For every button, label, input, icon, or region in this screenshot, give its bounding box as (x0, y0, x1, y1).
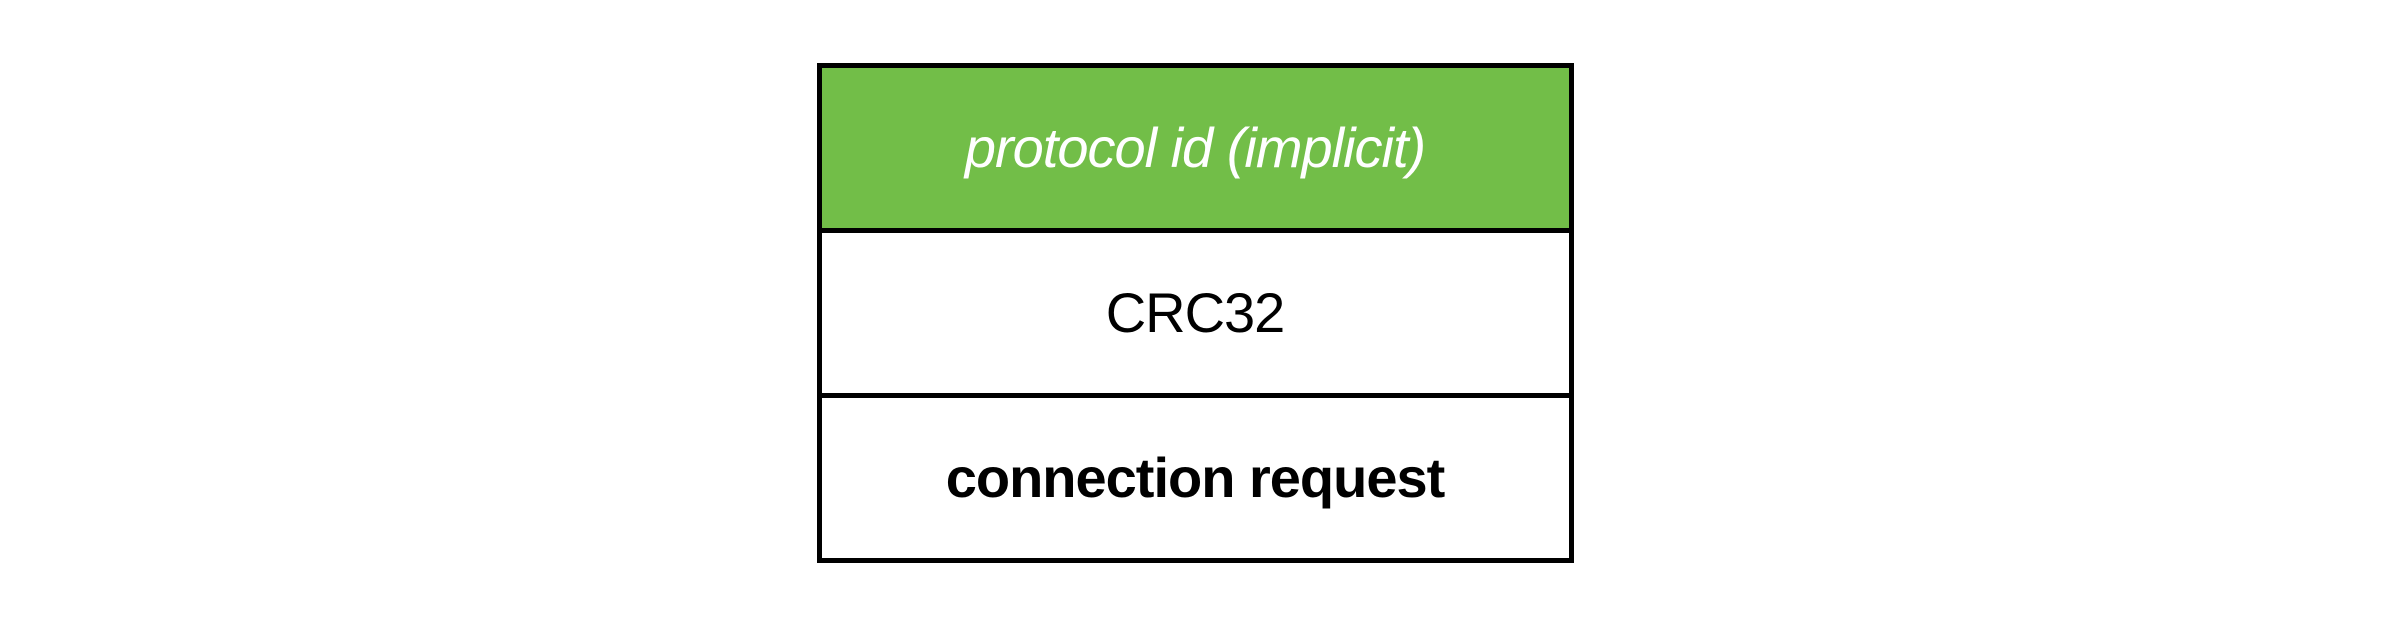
packet-field-protocol-id: protocol id (implicit) (821, 67, 1569, 228)
packet-structure-diagram: protocol id (implicit) CRC32 connection … (816, 62, 1574, 563)
packet-field-protocol-id-label: protocol id (implicit) (964, 115, 1426, 179)
packet-field-crc32: CRC32 (821, 227, 1569, 393)
packet-field-connection-request-label: connection request (945, 445, 1446, 509)
packet-field-connection-request: connection request (821, 392, 1569, 558)
packet-field-crc32-label: CRC32 (1105, 280, 1286, 344)
